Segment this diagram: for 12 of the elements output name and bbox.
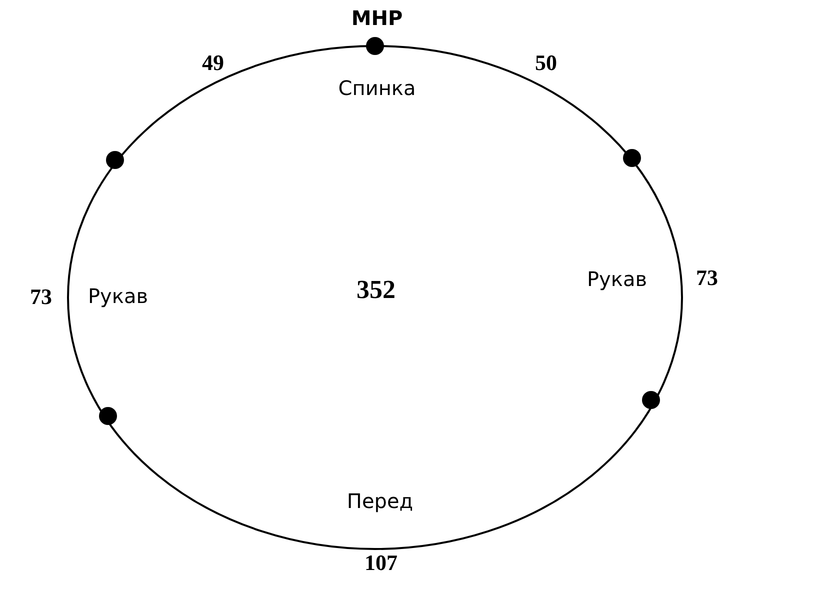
segment-length: 73: [696, 265, 718, 291]
part-label: Рукав: [88, 284, 148, 308]
ellipse-shape: [67, 45, 683, 550]
segment-length: 50: [535, 50, 557, 76]
part-label: Перед: [346, 489, 414, 513]
segment-length: 73: [30, 284, 52, 310]
segment-length: 107: [364, 550, 398, 576]
marker-label: МНР: [351, 6, 403, 30]
part-label: Спинка: [338, 76, 416, 100]
total-value: 352: [356, 275, 396, 305]
part-label: Рукав: [586, 267, 648, 291]
segment-length: 49: [202, 50, 224, 76]
